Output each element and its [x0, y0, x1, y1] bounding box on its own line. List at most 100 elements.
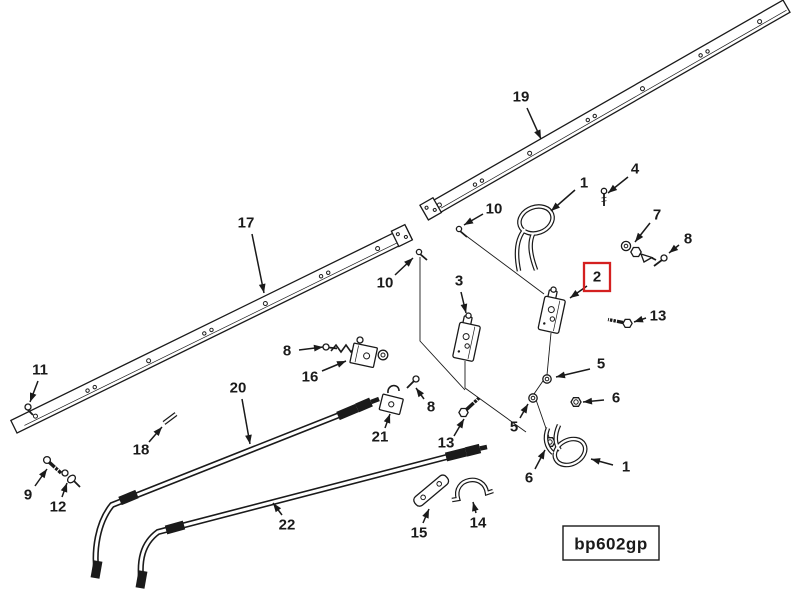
callout-20-16[interactable]: 20 [230, 380, 252, 445]
callout-number: 1 [622, 459, 630, 476]
callout-arrowhead [534, 129, 541, 139]
callout-6-24[interactable]: 6 [525, 449, 546, 487]
callout-number: 5 [597, 356, 605, 373]
bolt-13-right [607, 316, 633, 329]
callout-number: 17 [238, 215, 255, 232]
screw-8-middle [406, 375, 420, 389]
callout-22-26[interactable]: 22 [272, 502, 296, 534]
callout-arrowhead [583, 397, 593, 405]
callout-arrowhead [635, 232, 644, 242]
callout-number: 2 [593, 269, 601, 286]
callout-arrowhead [153, 427, 162, 436]
callout-8-17[interactable]: 8 [415, 387, 435, 416]
callout-6-15[interactable]: 6 [582, 390, 620, 407]
screw-10-upper [455, 225, 468, 238]
callout-number: 3 [455, 273, 463, 290]
callout-number: 19 [513, 89, 530, 106]
callout-arrow-line [251, 233, 265, 294]
callout-arrowhead [404, 258, 413, 267]
callout-15-27[interactable]: 15 [411, 508, 430, 542]
callout-2-7[interactable]: 2 [569, 261, 612, 299]
callout-arrowhead [245, 434, 252, 444]
callout-13-10[interactable]: 13 [633, 308, 667, 325]
callout-arrowhead [591, 458, 601, 465]
callout-number: 7 [653, 207, 661, 224]
callout-1-3[interactable]: 1 [550, 175, 588, 212]
callout-14-28[interactable]: 14 [470, 501, 487, 532]
washer-5-upper [542, 374, 552, 384]
manifold-block-3 [452, 312, 481, 362]
callout-arrowhead [258, 283, 266, 293]
assembly-leader-lines [419, 231, 552, 438]
callout-number: 10 [377, 275, 394, 292]
callout-number: 22 [279, 517, 296, 534]
callout-number: 21 [372, 429, 389, 446]
callout-number: 13 [438, 435, 455, 452]
callout-number: 12 [50, 499, 67, 516]
callout-number: 9 [24, 487, 32, 504]
bolt-9 [42, 455, 63, 475]
hose-coil-1-bottom [543, 424, 588, 468]
callout-number: 6 [612, 390, 620, 407]
hose-20 [90, 396, 380, 579]
callout-number: 14 [470, 515, 487, 532]
callout-21-18[interactable]: 21 [372, 413, 391, 446]
callout-arrowhead [472, 502, 479, 512]
callout-arrowhead [313, 344, 323, 352]
hose-coil-1-top [514, 204, 555, 272]
selected-part-highlight [582, 261, 612, 293]
callout-17-1[interactable]: 17 [238, 215, 266, 294]
bracket-15 [413, 474, 450, 507]
callout-number: 10 [486, 201, 503, 218]
callout-9-22[interactable]: 9 [24, 468, 48, 504]
callout-number: 8 [427, 399, 435, 416]
callout-18-21[interactable]: 18 [133, 426, 163, 459]
drawing-code-box: bp602gp [562, 525, 660, 561]
callout-arrowhead [608, 184, 618, 193]
clip-11 [24, 403, 34, 416]
callout-number: 15 [411, 525, 428, 542]
callout-4-2[interactable]: 4 [607, 161, 640, 194]
screw-10-lower [415, 248, 428, 261]
manifold-block-2 [537, 286, 566, 334]
callout-1-25[interactable]: 1 [590, 458, 630, 476]
callout-arrowhead [570, 290, 580, 298]
pin-18 [162, 412, 178, 425]
callout-number: 11 [32, 362, 48, 379]
callout-11-14[interactable]: 11 [29, 362, 48, 403]
callout-8-11[interactable]: 8 [283, 343, 324, 360]
callout-number: 13 [650, 308, 667, 325]
callout-arrowhead [383, 414, 391, 424]
callout-12-23[interactable]: 12 [50, 482, 68, 516]
callout-19-0[interactable]: 19 [513, 89, 542, 140]
hose-22 [135, 443, 488, 589]
valve-16 [330, 336, 389, 369]
callout-number: 8 [283, 343, 291, 360]
callout-number: 20 [230, 380, 247, 397]
callout-arrowhead [416, 388, 424, 398]
bolt-13-bottom [458, 396, 481, 418]
callout-10-8[interactable]: 10 [377, 257, 414, 292]
callout-8-6[interactable]: 8 [668, 231, 692, 254]
callout-7-5[interactable]: 7 [634, 207, 661, 243]
screw-8-right [653, 254, 668, 267]
callout-3-9[interactable]: 3 [455, 273, 468, 314]
callout-arrowhead [273, 503, 282, 513]
callout-5-19[interactable]: 5 [510, 403, 529, 436]
fitting-7 [620, 240, 657, 263]
callout-arrowhead [634, 315, 644, 323]
rail-19 [419, 0, 791, 221]
callout-10-4[interactable]: 10 [463, 201, 503, 226]
callout-number: 5 [510, 419, 518, 436]
callout-arrowhead [456, 419, 464, 429]
callout-number: 6 [525, 470, 533, 487]
callout-13-20[interactable]: 13 [438, 418, 465, 452]
callout-16-12[interactable]: 16 [302, 360, 347, 386]
callout-arrowhead [39, 469, 47, 479]
callout-arrowhead [460, 303, 468, 313]
clamp-21 [378, 384, 404, 416]
callout-5-13[interactable]: 5 [555, 356, 605, 379]
